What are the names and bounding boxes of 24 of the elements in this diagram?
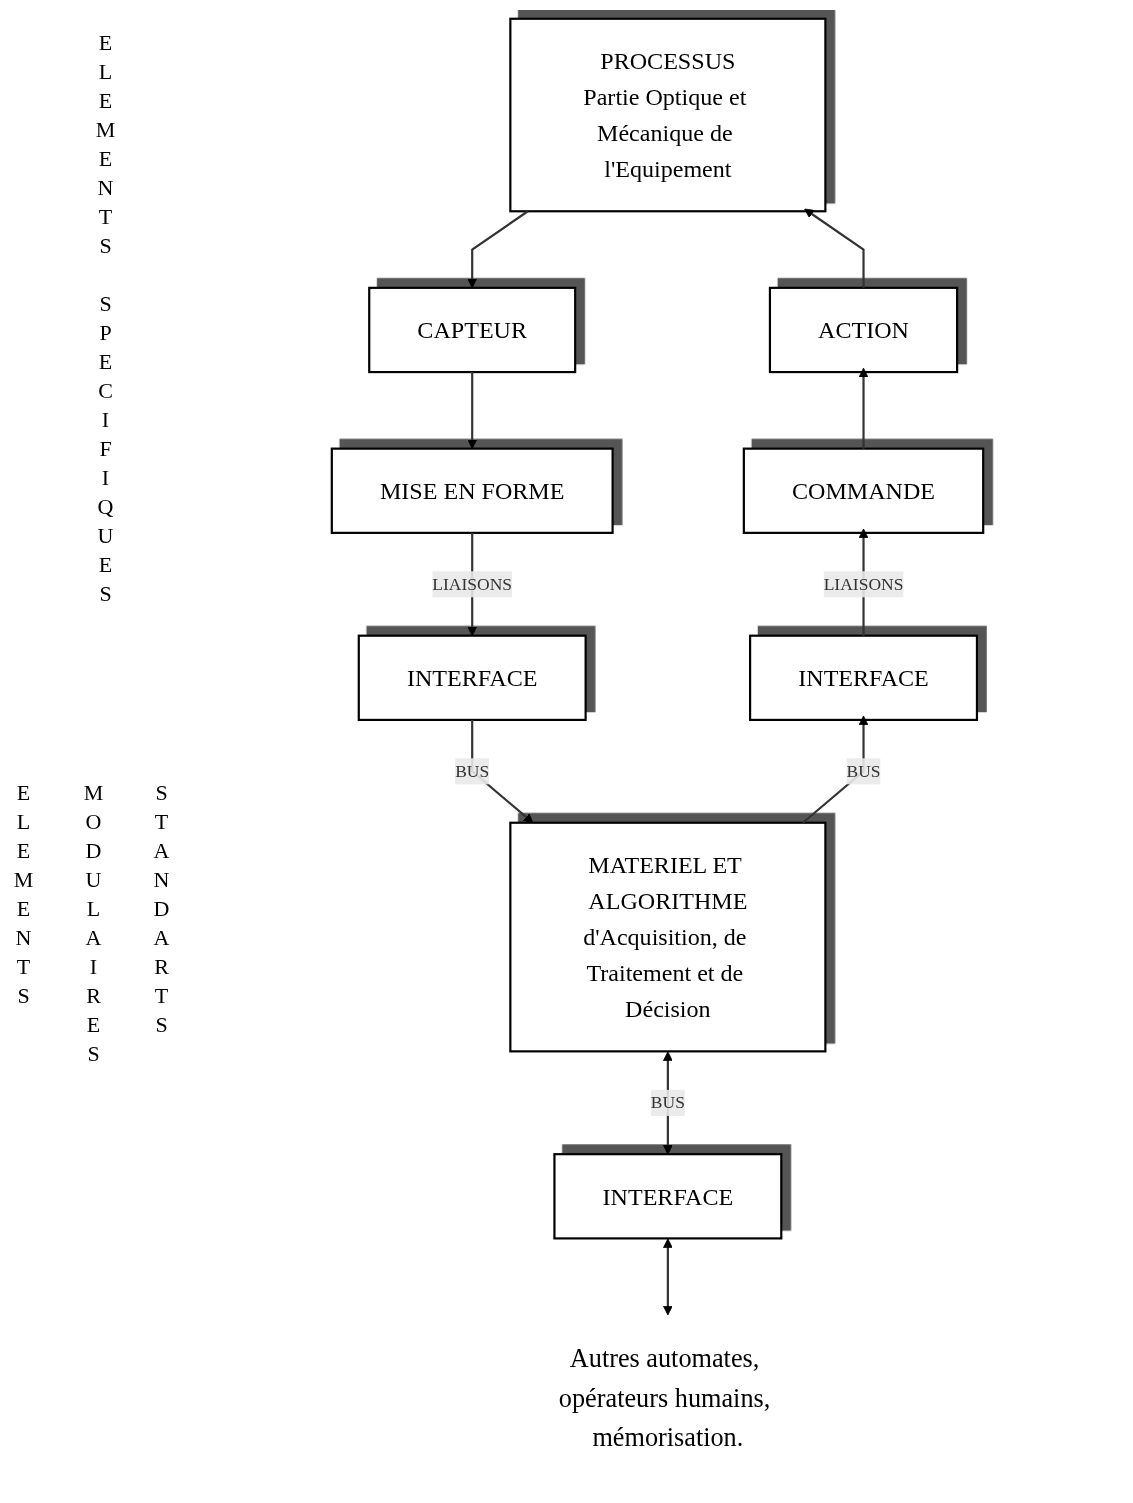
edge-label: LIAISONS — [432, 574, 513, 594]
vertical-label: STANDARTS — [148, 780, 174, 1041]
node-box: ACTION — [768, 286, 959, 374]
vertical-label: ELEMENTS SPECIFIQUES — [92, 30, 118, 610]
vertical-label: ELEMENTS — [10, 780, 36, 1012]
vertical-label: MODULAIRES — [80, 780, 106, 1070]
arrow — [804, 208, 865, 288]
arrow — [858, 367, 869, 449]
node-text: Autres automates, opérateurs humains, mémorisation. — [558, 1344, 771, 1452]
node-box: MISE EN FORME — [330, 447, 614, 534]
arrow — [467, 372, 477, 450]
arrow — [467, 210, 529, 289]
arrow — [663, 1238, 673, 1316]
edge-label: BUS — [455, 761, 490, 781]
node-box: CAPTEUR — [368, 286, 577, 374]
node-box: PROCESSUS Partie Optique et Mécanique de l'Equipement — [509, 17, 827, 213]
node-box: MATERIEL ET ALGORITHME d'Acquisition, de Traitement et de Décision — [509, 821, 827, 1053]
edge-label: LIAISONS — [823, 574, 904, 594]
node-box: INTERFACE — [357, 634, 587, 721]
node-box: COMMANDE — [742, 447, 985, 534]
node-box: INTERFACE — [749, 634, 979, 721]
edge-label: BUS — [650, 1092, 685, 1112]
edge-label: BUS — [846, 761, 881, 781]
node-box: INTERFACE — [553, 1153, 783, 1240]
